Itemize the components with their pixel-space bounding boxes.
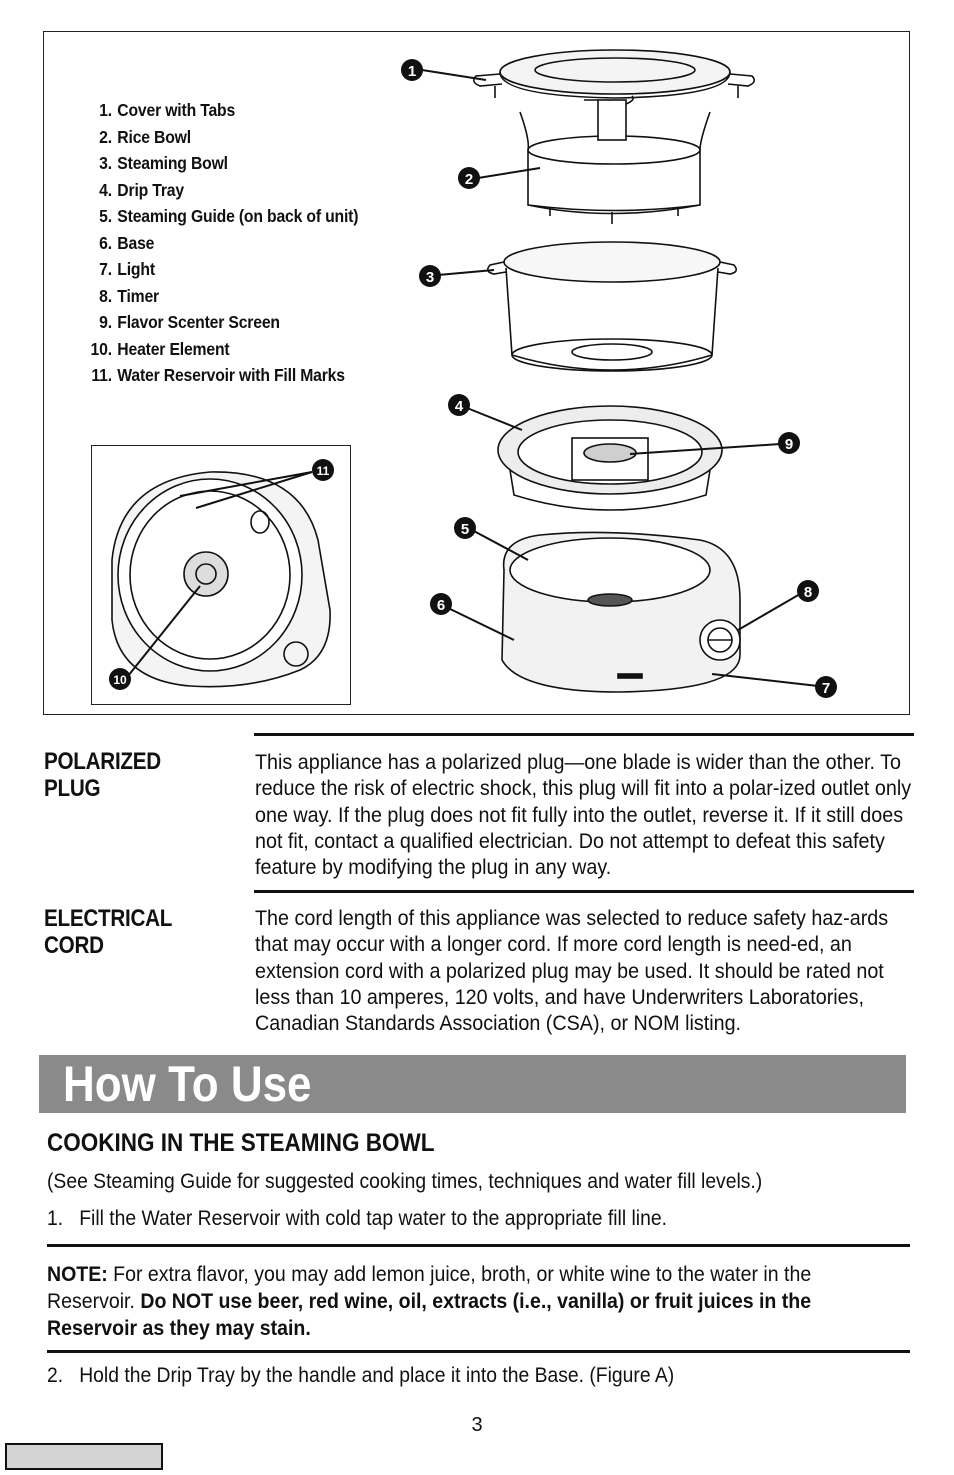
part-item: 11.Water Reservoir with Fill Marks [91,365,345,385]
callout-label: 11 [317,464,330,478]
parts-list: 1.Cover with Tabs 2.Rice Bowl 3.Steaming… [84,97,359,389]
part-item: 2.Rice Bowl [99,126,191,147]
steaming-guide-intro: (See Steaming Guide for suggested cookin… [47,1170,763,1193]
callout-label: 7 [822,680,830,697]
callout-badge [430,593,452,615]
callout-badge [312,459,334,481]
callout-label: 5 [461,521,469,538]
part-item: 9.Flavor Scenter Screen [99,312,280,332]
callout-label: 6 [437,597,445,614]
footer-box [5,1443,163,1470]
polarized-plug-text: This appliance has a polarized plug—one … [255,751,912,880]
callout-label: 2 [465,171,473,188]
part-item: 7.Light [99,259,155,279]
parts-figure [43,31,910,715]
base-top-view-illustration [111,471,331,688]
how-to-use-title: How To Use [63,1056,312,1112]
polarized-plug-heading: POLARIZED PLUG [44,748,161,802]
part-item: 4.Drip Tray [99,179,184,200]
section-rule [254,733,914,736]
note-bottom-rule [47,1350,910,1353]
how-to-use-banner: How To Use [39,1055,906,1113]
part-item: 6.Base [99,232,155,253]
callout-label: 10 [113,673,127,687]
rice-bowl-illustration [519,95,711,224]
callout-label: 4 [455,398,464,415]
electrical-cord-text: The cord length of this appliance was se… [255,907,889,1036]
part-item: 1.Cover with Tabs [99,100,236,120]
steamer-exploded-illustration: 1 2 3 4 5 6 7 8 9 10 11 [109,49,837,698]
base-top-view-inset [91,445,351,705]
part-item: 10.Heater Element [90,338,230,359]
cooking-section-heading: COOKING IN THE STEAMING BOWL [47,1129,435,1157]
callout-badge [458,167,480,189]
callout-badge [778,432,800,454]
drip-tray-illustration [497,405,723,511]
callout-badge [401,59,423,81]
callout-label: 1 [408,63,416,80]
callout-badge [448,394,470,416]
section-rule [254,890,914,893]
cover-illustration [472,49,756,99]
part-item: 8.Timer [99,285,160,306]
callout-badge [109,668,131,690]
note-top-rule [47,1244,910,1247]
step-1: 1. Fill the Water Reservoir with cold ta… [47,1207,667,1230]
callout-leaders [127,69,819,687]
electrical-cord-heading: ELECTRICAL CORD [44,905,173,959]
callout-badge [454,517,476,539]
callout-badge [815,676,837,698]
page-number: 3 [471,1414,483,1436]
part-item: 5.Steaming Guide (on back of unit) [99,206,359,226]
callout-badge [797,580,819,602]
callout-label: 9 [785,436,793,453]
step-2: 2. Hold the Drip Tray by the handle and … [47,1364,675,1387]
note-block: NOTE: For extra flavor, you may add lemo… [47,1263,812,1340]
callout-label: 3 [426,269,434,286]
base-illustration [501,531,741,693]
callout-badge [419,265,441,287]
part-item: 3.Steaming Bowl [99,153,228,173]
steaming-bowl-illustration [486,241,738,372]
callout-label: 8 [804,584,812,601]
